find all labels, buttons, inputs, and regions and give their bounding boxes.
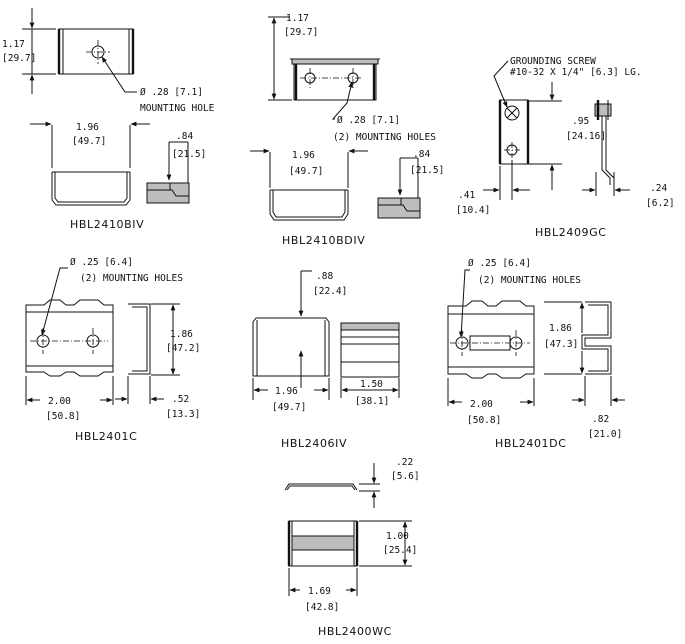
hbl2400wc-width-in: 1.69 [308,586,331,597]
hbl2401c-depth-mm: [13.3] [166,409,200,420]
hbl2401dc-front-view [447,269,535,406]
hbl2410biv-width-mm: [49.7] [72,136,106,147]
hbl2409gc-screw-spec: #10-32 X 1/4" [6.3] LG. [510,67,642,78]
hbl2406iv-depth-mm: [38.1] [355,396,389,407]
hbl2400wc-label: HBL2400WC [318,625,392,638]
hbl2406iv-width-in: 1.96 [275,386,298,397]
hbl2401dc-side-view [544,301,625,406]
hbl2401c-height-in: 1.86 [170,329,193,340]
hbl2400wc-height-mm: [25.4] [383,545,417,556]
hbl2406iv-side-view [340,322,400,398]
hbl2401dc-height-in: 1.86 [549,323,572,334]
hbl2401c-hole-note: (2) MOUNTING HOLES [80,273,183,284]
hbl2410bdiv-height-mm: [29.7] [284,27,318,38]
hbl2406iv-height-mm: [22.4] [313,286,347,297]
hbl2401c-side-view [115,303,180,404]
hbl2409gc-label: HBL2409GC [535,226,607,239]
hbl2401dc-depth-mm: [21.0] [588,429,622,440]
hbl2400wc-front-view [287,520,412,596]
hbl2410bdiv-front-view [250,148,368,221]
hbl2406iv-label: HBL2406IV [281,437,347,450]
part-hbl2400wc: .22 [5.6] 1.00 [25.4] 1.69 [42.8] HBL240… [284,457,420,638]
hbl2401dc-label: HBL2401DC [495,437,567,450]
part-hbl2406iv: .88 [22.4] 1.96 [49.7] 1.50 [38.1] HBL24… [252,270,400,450]
hbl2410biv-hole-dia: Ø .28 [7.1] [140,87,203,98]
hbl2410biv-top-view [22,8,137,94]
hbl2401dc-width-in: 2.00 [470,399,493,410]
hbl2401c-depth-in: .52 [172,394,189,405]
hbl2410bdiv-top-view [268,16,380,120]
hbl2410bdiv-height-in: 1.17 [286,13,309,24]
hbl2401dc-hole-dia: Ø .25 [6.4] [468,258,531,269]
hbl2409gc-depth-mm: [6.2] [646,198,675,209]
hbl2400wc-width-mm: [42.8] [305,602,339,613]
hbl2401dc-depth-in: .82 [592,414,609,425]
part-hbl2401c: Ø .25 [6.4] (2) MOUNTING HOLES 2.00 [50.… [25,257,200,443]
hbl2401dc-width-mm: [50.8] [467,415,501,426]
hbl2409gc-offset-mm: [10.4] [456,205,490,216]
hbl2409gc-depth-in: .24 [650,183,667,194]
hbl2410bdiv-hole-dia: Ø .28 [7.1] [337,115,400,126]
hbl2410biv-label: HBL2410BIV [70,218,144,231]
hbl2401dc-height-mm: [47.3] [544,339,578,350]
hbl2410biv-height-mm: [29.7] [2,53,36,64]
hbl2410biv-depth-in: .84 [176,131,193,142]
hbl2410bdiv-hole-note: (2) MOUNTING HOLES [333,132,436,143]
hbl2409gc-side-view [582,100,630,196]
hbl2401c-front-view [25,267,114,405]
hbl2409gc-screw-note: GROUNDING SCREW [510,56,596,67]
hbl2406iv-depth-in: 1.50 [360,379,383,390]
hbl2401c-label: HBL2401C [75,430,137,443]
part-hbl2410bdiv: 1.17 [29.7] Ø .28 [7.1] (2) MOUNTING HOL… [250,13,444,247]
hbl2400wc-thickness-in: .22 [396,457,413,468]
hbl2409gc-front-view [483,60,562,200]
hbl2409gc-height-in: .95 [572,116,589,127]
hbl2409gc-offset-in: .41 [458,190,475,201]
hbl2410bdiv-width-in: 1.96 [292,150,315,161]
hbl2401c-height-mm: [47.2] [166,343,200,354]
hbl2400wc-thickness-mm: [5.6] [391,471,420,482]
hbl2410biv-front-view [30,121,150,206]
hbl2406iv-height-in: .88 [316,271,333,282]
hbl2410bdiv-side-view [377,157,421,219]
hbl2400wc-height-in: 1.00 [386,531,409,542]
hbl2400wc-top-view [284,463,380,508]
hbl2401c-width-mm: [50.8] [46,411,80,422]
hbl2410biv-width-in: 1.96 [76,122,99,133]
hbl2410bdiv-depth-mm: [21.5] [410,165,444,176]
hbl2401c-width-in: 2.00 [48,396,71,407]
hbl2406iv-width-mm: [49.7] [272,402,306,413]
hbl2409gc-height-mm: [24.16] [566,131,606,142]
hbl2410biv-side-view [146,141,190,204]
hbl2410biv-depth-mm: [21.5] [172,149,206,160]
hbl2410biv-hole-note: MOUNTING HOLE [140,103,215,114]
hbl2401dc-hole-note: (2) MOUNTING HOLES [478,275,581,286]
hbl2401c-hole-dia: Ø .25 [6.4] [70,257,133,268]
part-hbl2409gc: GROUNDING SCREW #10-32 X 1/4" [6.3] LG. … [456,56,675,239]
part-hbl2410biv: 1.17 [29.7] Ø .28 [7.1] MOUNTING HOLE 1.… [2,8,215,231]
hbl2410bdiv-label: HBL2410BDIV [282,234,365,247]
hbl2410biv-height-in: 1.17 [2,39,25,50]
hbl2406iv-front-view [252,270,330,400]
hbl2410bdiv-depth-in: .84 [413,149,430,160]
hbl2410bdiv-width-mm: [49.7] [289,166,323,177]
part-hbl2401dc: Ø .25 [6.4] (2) MOUNTING HOLES 2.00 [50.… [447,258,625,450]
